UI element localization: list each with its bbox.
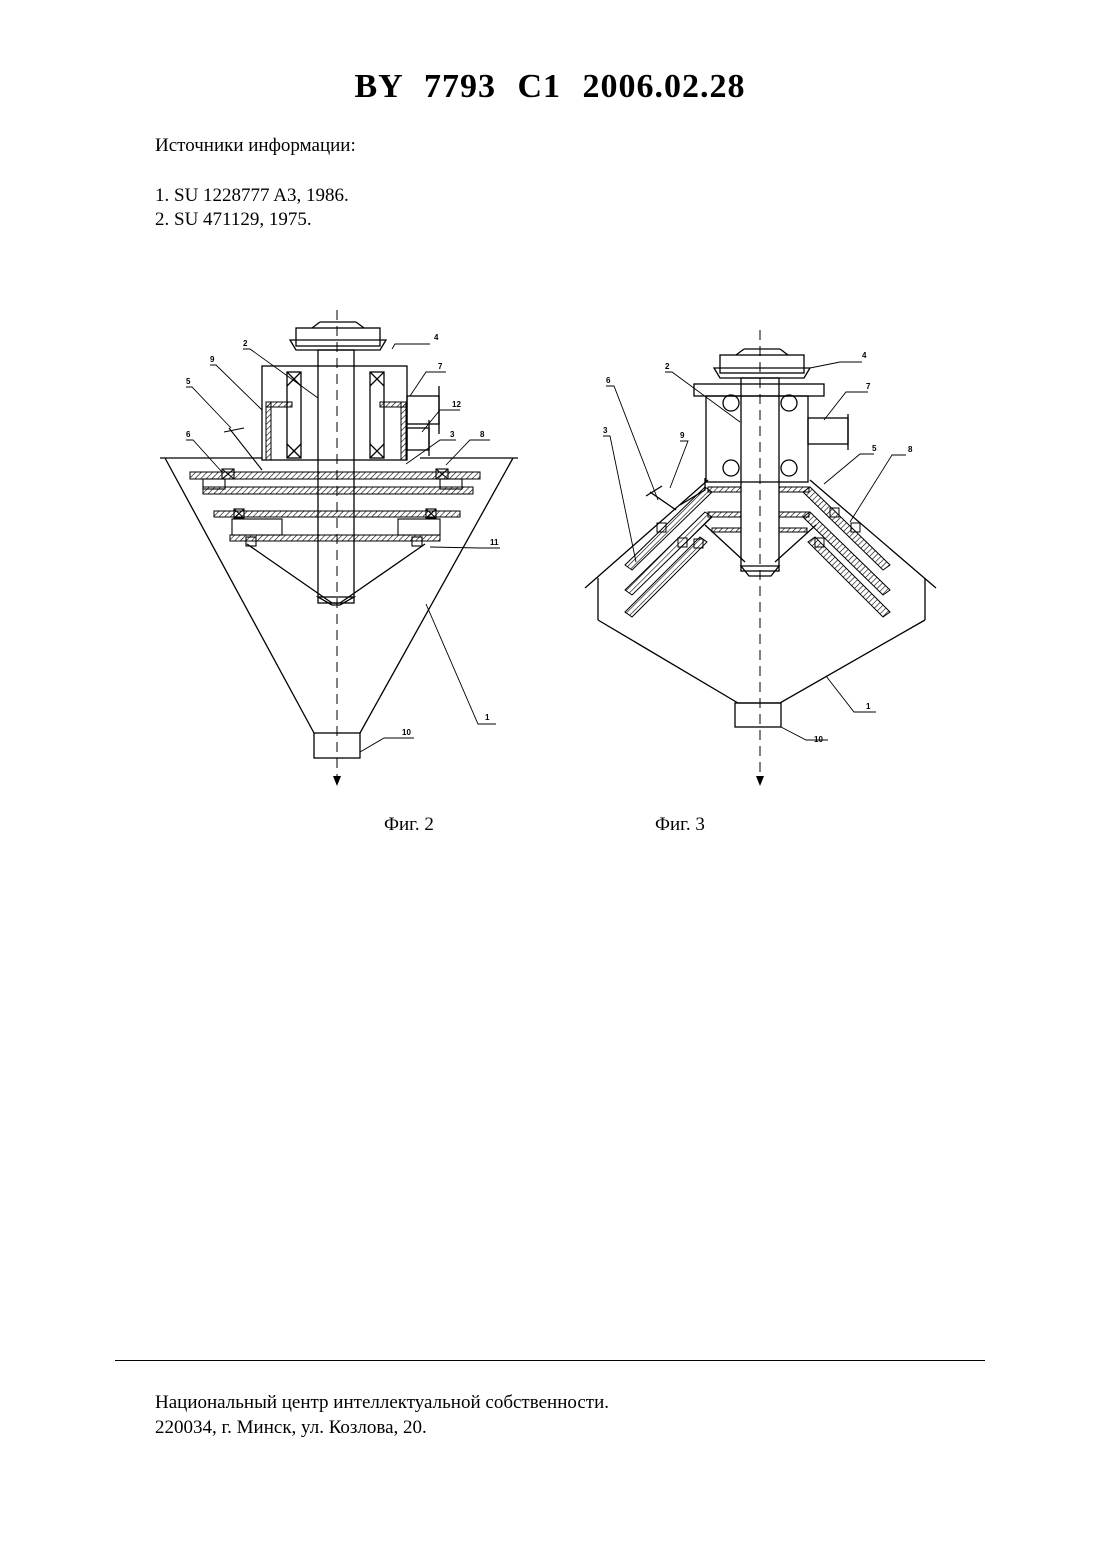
fig2-label-3: 3 [450,430,455,439]
figure-3-caption: Фиг. 3 [655,814,705,836]
fig2-label-6: 6 [186,430,191,439]
fig2-label-12: 12 [452,400,461,409]
fig2-label-9: 9 [210,355,215,364]
fig3-label-5: 5 [872,444,877,453]
fig2-label-1: 1 [485,713,490,722]
fig3-label-1: 1 [866,702,871,711]
fig2-label-8: 8 [480,430,485,439]
fig2-label-4: 4 [434,333,439,342]
fig3-label-10: 10 [814,735,823,744]
fig3-label-2: 2 [665,362,670,371]
footer-divider [115,1360,985,1361]
figure-2-caption: Фиг. 2 [384,814,434,836]
fig3-label-6: 6 [606,376,611,385]
footer: Национальный центр интеллектуальной собс… [155,1390,609,1440]
fig2-label-7: 7 [438,362,443,371]
footer-line-2: 220034, г. Минск, ул. Козлова, 20. [155,1415,609,1440]
fig3-label-8: 8 [908,445,913,454]
fig2-label-10: 10 [402,728,411,737]
figure-2-drawing: 4 2 9 5 6 7 12 3 8 11 1 10 [0,0,1100,860]
fig2-label-2: 2 [243,339,248,348]
footer-line-1: Национальный центр интеллектуальной собс… [155,1390,609,1415]
fig3-label-9: 9 [680,431,685,440]
fig2-label-11: 11 [490,538,499,547]
fig2-label-5: 5 [186,377,191,386]
fig3-label-3: 3 [603,426,608,435]
fig3-label-7: 7 [866,382,871,391]
fig3-label-4: 4 [862,351,867,360]
